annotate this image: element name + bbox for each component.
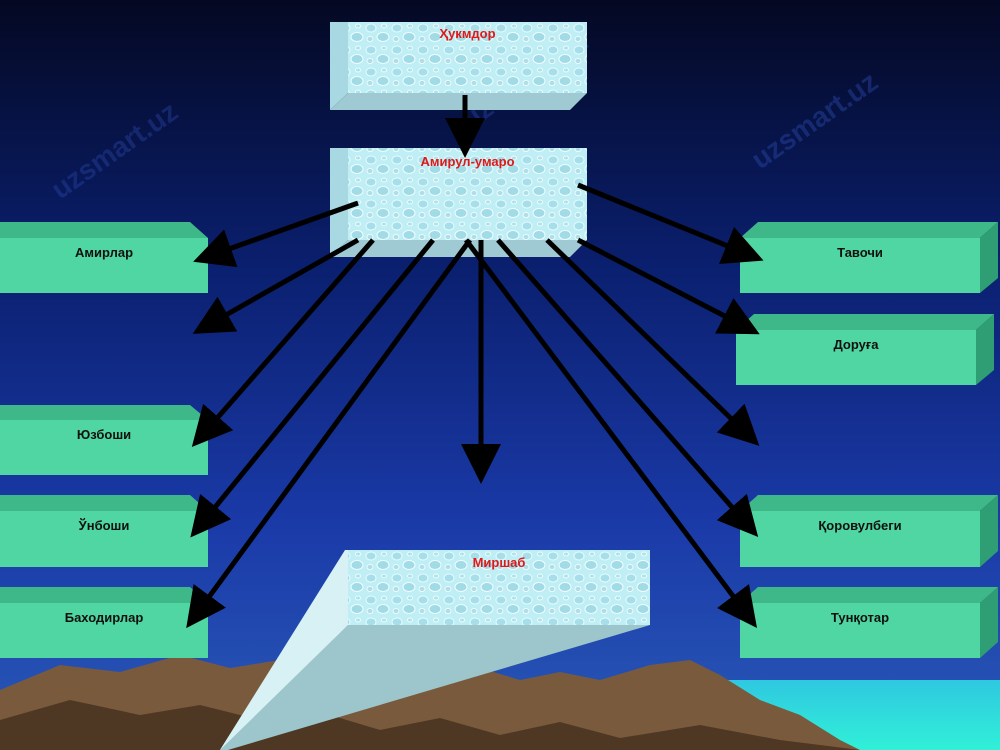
node-left-3-face (0, 511, 208, 567)
node-right-2-label: Доруға (833, 337, 879, 352)
node-right-2-face (736, 330, 976, 385)
node-left-4-face (0, 603, 208, 658)
node-ruler-label: Ҳукмдор (439, 26, 496, 41)
node-right-4-label: Тунқотар (830, 610, 890, 625)
node-left-2-label: Юзбоши (76, 427, 132, 442)
node-left-2-top (0, 405, 208, 420)
node-amir-bottom (330, 240, 587, 257)
node-right-1-label: Тавочи (837, 245, 883, 260)
node-mirshab-face (348, 550, 650, 625)
node-right-4-side (980, 587, 998, 658)
node-right-2 (736, 314, 994, 385)
node-right-2-side (976, 314, 994, 385)
node-ruler-face (348, 22, 587, 93)
node-amir-ul-umaro-label: Амирул-умаро (420, 154, 515, 169)
node-right-3 (740, 495, 998, 567)
node-right-3-face (740, 511, 980, 567)
node-left-2 (0, 405, 208, 475)
arrow-to-left-4 (186, 238, 473, 629)
node-right-4-face (740, 603, 980, 658)
node-right-4-top (740, 587, 998, 603)
mountain-shadow (0, 700, 860, 750)
arrow-to-right-1 (577, 182, 764, 264)
node-amir-ul-umaro (330, 148, 587, 257)
node-left-2-face (0, 420, 208, 475)
node-right-3-label: Қоровулбеги (818, 518, 902, 533)
node-amir-side (330, 148, 348, 257)
arrow-to-empty-right (545, 238, 760, 446)
arrow-to-right-3 (496, 238, 759, 538)
arrow-to-left-2 (191, 238, 375, 448)
node-left-3-label: Ўнбоши (78, 518, 130, 533)
node-mirshab-bottom (220, 625, 650, 750)
node-right-1-side (980, 222, 998, 293)
node-amir-face (348, 148, 587, 240)
node-right-3-top (740, 495, 998, 511)
arrow-to-left-1 (193, 200, 359, 268)
node-mirshab (220, 550, 650, 750)
node-left-1 (0, 222, 208, 293)
node-ruler-side (330, 22, 348, 110)
arrow-to-left-3 (190, 238, 435, 538)
node-left-3 (0, 495, 208, 567)
node-mirshab-left (220, 550, 348, 750)
node-left-3-top (0, 495, 208, 511)
node-right-2-top (736, 314, 994, 330)
node-left-1-face (0, 238, 208, 293)
arrow-to-right-4 (464, 238, 757, 628)
node-left-1-label: Амирлар (74, 245, 134, 260)
node-right-4 (740, 587, 998, 658)
node-left-4 (0, 587, 208, 658)
node-right-3-side (980, 495, 998, 567)
node-ruler (330, 22, 587, 110)
node-right-1-top (740, 222, 998, 238)
node-left-4-top (0, 587, 208, 603)
node-left-1-top (0, 222, 208, 238)
arrow-to-right-2 (576, 237, 760, 335)
node-left-4-label: Баходирлар (64, 610, 144, 625)
arrow-to-empty-left (192, 237, 360, 334)
node-mirshab-label: Миршаб (472, 555, 526, 570)
node-ruler-bottom (330, 93, 587, 110)
node-right-1 (740, 222, 998, 293)
connector-arrows (186, 95, 764, 629)
node-right-1-face (740, 238, 980, 293)
